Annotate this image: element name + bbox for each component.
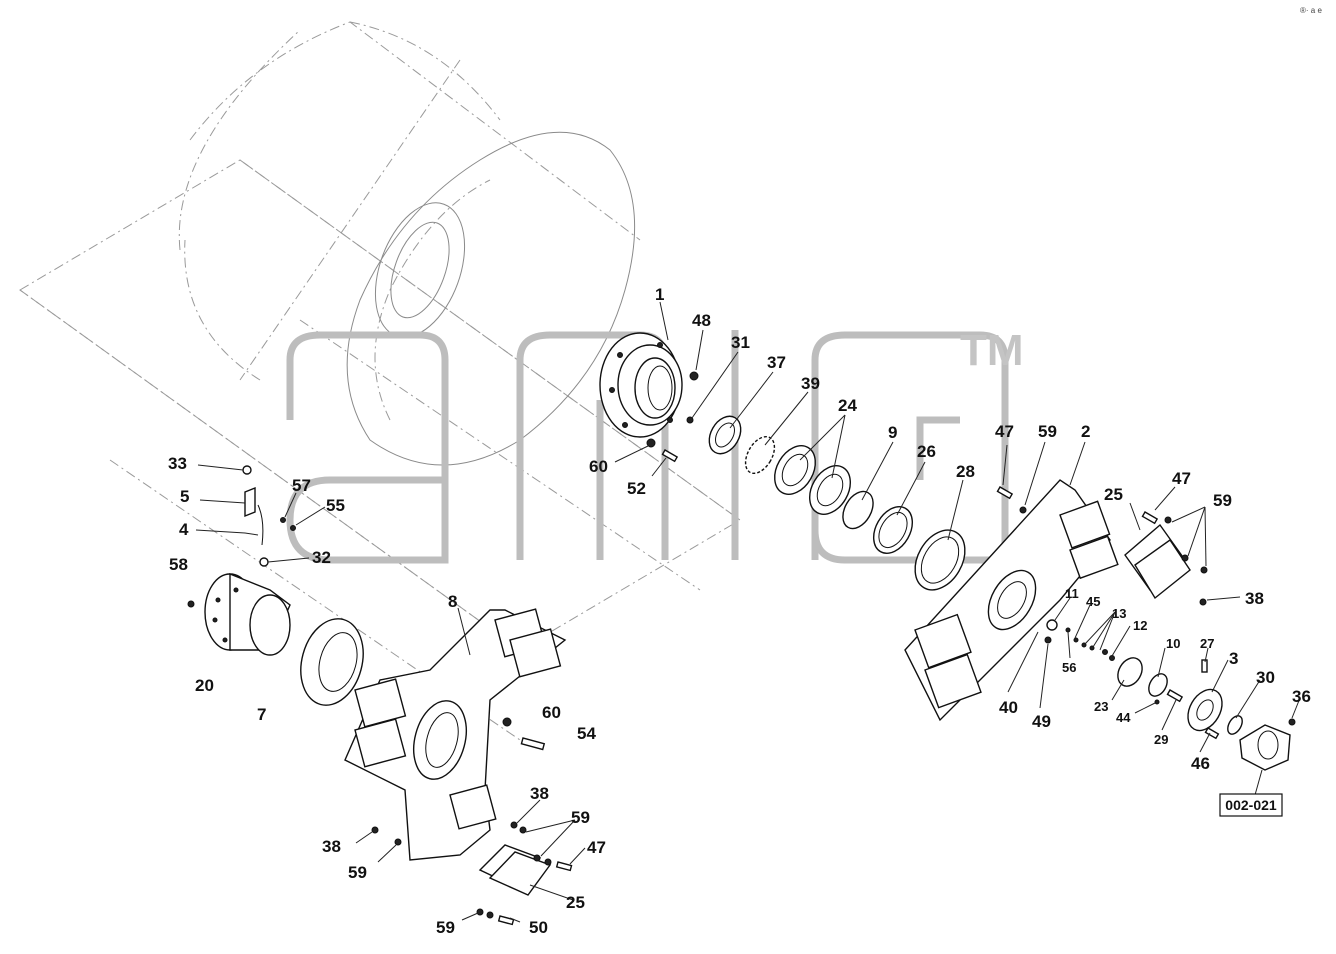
callout-30: 30 <box>1256 668 1275 687</box>
callout-31: 31 <box>731 333 750 352</box>
callout-5: 5 <box>180 487 189 506</box>
callout-3: 3 <box>1229 649 1238 668</box>
callout-49: 49 <box>1032 712 1051 731</box>
callout-55: 55 <box>326 496 345 515</box>
callout-59-c: 59 <box>571 808 590 827</box>
part-3-motor <box>1239 724 1291 771</box>
callout-12: 12 <box>1133 618 1147 633</box>
part-8-side-plate <box>344 608 567 861</box>
callout-47-b: 47 <box>1172 469 1191 488</box>
part-24-bearing-pair <box>774 445 851 515</box>
callout-59-d: 59 <box>348 863 367 882</box>
part-37-spacer <box>708 415 742 455</box>
callout-27: 27 <box>1200 636 1214 651</box>
callout-7: 7 <box>257 705 266 724</box>
leader-lines <box>195 301 1301 923</box>
callout-47-c: 47 <box>587 838 606 857</box>
callout-44: 44 <box>1116 710 1131 725</box>
reference-code-box: 002-021 <box>1219 793 1283 817</box>
watermark-trademark: TM <box>960 326 1024 375</box>
callout-20: 20 <box>195 676 214 695</box>
callout-46: 46 <box>1191 754 1210 773</box>
callout-26: 26 <box>917 442 936 461</box>
callout-25-a: 25 <box>1104 485 1123 504</box>
callout-40: 40 <box>999 698 1018 717</box>
callout-48: 48 <box>692 311 711 330</box>
part-58-plug <box>187 600 195 608</box>
callout-13: 13 <box>1112 606 1126 621</box>
callout-24: 24 <box>838 396 857 415</box>
part-47-bolt-b <box>1141 511 1159 525</box>
callout-32: 32 <box>312 548 331 567</box>
callout-59-a: 59 <box>1038 422 1057 441</box>
callout-28: 28 <box>956 462 975 481</box>
callout-47-a: 47 <box>995 422 1014 441</box>
part-20-housing <box>204 572 291 656</box>
callout-29: 29 <box>1154 732 1168 747</box>
drum-ghost-outline <box>19 21 741 741</box>
part-60-washer-b <box>502 717 512 727</box>
part-39-lock-ring <box>744 435 776 475</box>
callout-11: 11 <box>1065 586 1079 601</box>
callout-60-a: 60 <box>589 457 608 476</box>
callout-52: 52 <box>627 479 646 498</box>
part-28-seal <box>914 529 966 591</box>
corner-mark: ®· a e <box>1300 6 1322 15</box>
callout-59-e: 59 <box>436 918 455 937</box>
callout-25-b: 25 <box>566 893 585 912</box>
callout-4: 4 <box>179 520 189 539</box>
part-25-cover-b <box>478 844 552 896</box>
callout-57: 57 <box>292 476 311 495</box>
callout-36: 36 <box>1292 687 1311 706</box>
callout-37: 37 <box>767 353 786 372</box>
part-1-hub-flange <box>599 332 683 438</box>
left-fitting-hardware <box>242 465 296 567</box>
callout-50: 50 <box>529 918 548 937</box>
part-48-bolt <box>689 371 699 381</box>
reference-code: 002-021 <box>1225 797 1277 813</box>
callout-9: 9 <box>888 423 897 442</box>
part-47-bolt-a <box>996 486 1014 500</box>
part-60-washer <box>646 438 656 448</box>
part-7-flange-ring <box>300 618 364 706</box>
callout-1: 1 <box>655 285 664 304</box>
callout-59-b: 59 <box>1213 491 1232 510</box>
callout-38-b: 38 <box>530 784 549 803</box>
callout-60-b: 60 <box>542 703 561 722</box>
callout-2: 2 <box>1081 422 1090 441</box>
watermark-logo: TM <box>286 326 1024 564</box>
callout-labels: 1 48 31 37 39 24 9 26 28 60 52 47 59 2 2… <box>168 285 1311 937</box>
part-25-cover-a <box>1124 523 1191 600</box>
callout-39: 39 <box>801 374 820 393</box>
callout-56: 56 <box>1062 660 1076 675</box>
part-59-washer-a <box>1019 506 1027 514</box>
part-26-ring <box>872 506 914 554</box>
callout-54: 54 <box>577 724 596 743</box>
part-2-side-plate <box>904 479 1119 722</box>
part-54-bolt <box>520 737 546 751</box>
callout-10: 10 <box>1166 636 1180 651</box>
callout-38-a: 38 <box>1245 589 1264 608</box>
part-31-washer <box>686 416 694 424</box>
hub-hardware-chain <box>1044 619 1296 740</box>
callout-45: 45 <box>1086 594 1100 609</box>
callout-8: 8 <box>448 592 457 611</box>
part-52-bolt <box>661 449 679 463</box>
part-9-ring <box>842 490 874 530</box>
callout-23: 23 <box>1094 699 1108 714</box>
callout-58: 58 <box>169 555 188 574</box>
callout-33: 33 <box>168 454 187 473</box>
callout-38-c: 38 <box>322 837 341 856</box>
